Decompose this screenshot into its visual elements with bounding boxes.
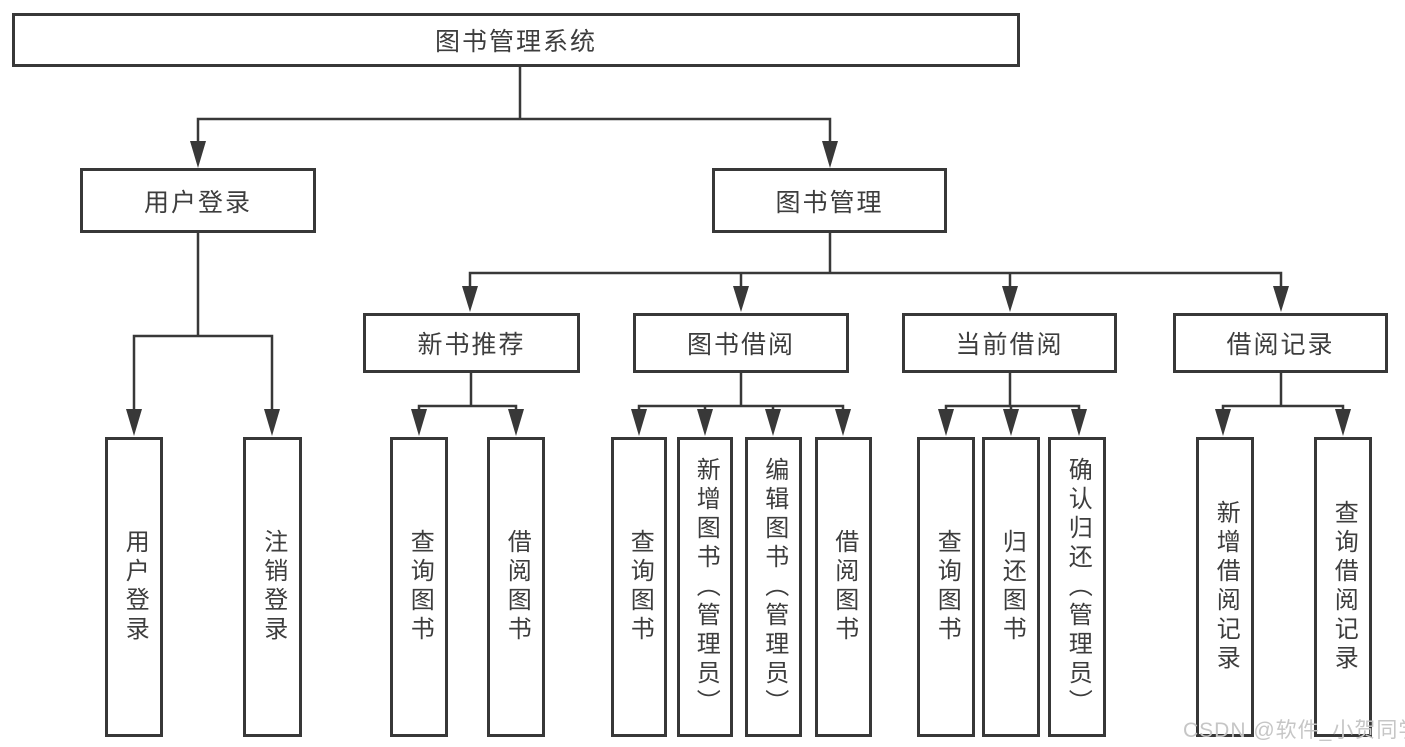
leaf-current-return-books: 归还图书	[982, 437, 1040, 737]
node-borrow-records-label: 借阅记录	[1226, 331, 1335, 359]
node-new-book-recommend-label: 新书推荐	[417, 331, 526, 359]
leaf-borrow-query-books: 查询图书	[611, 437, 667, 737]
node-root-label: 图书管理系统	[434, 28, 597, 56]
csdn-watermark: CSDN @软件_小贺同学	[1183, 719, 1405, 742]
leaf-current-confirm-return-admin-label: 确认归还（管理员）	[1064, 456, 1092, 718]
node-user-login-label: 用户登录	[143, 188, 252, 217]
leaf-logout-label: 注销登录	[259, 529, 287, 645]
leaf-borrow-edit-books-admin: 编辑图书（管理员）	[745, 437, 802, 737]
leaf-current-query-books: 查询图书	[917, 437, 975, 737]
leaf-borrow-query-books-label: 查询图书	[626, 529, 654, 645]
leaf-recommend-query-books-label: 查询图书	[406, 529, 434, 645]
leaf-user-login-label: 用户登录	[121, 529, 149, 645]
node-book-management: 图书管理	[712, 168, 947, 233]
leaf-records-query-record-label: 查询借阅记录	[1330, 500, 1358, 674]
node-current-borrow: 当前借阅	[902, 313, 1117, 373]
node-user-login: 用户登录	[80, 168, 316, 233]
leaf-records-add-record: 新增借阅记录	[1196, 437, 1254, 737]
node-book-borrow-label: 图书借阅	[686, 331, 795, 359]
arrowheads	[126, 141, 1351, 436]
node-book-management-label: 图书管理	[775, 188, 884, 217]
leaf-logout: 注销登录	[243, 437, 302, 737]
leaf-recommend-borrow-books-label: 借阅图书	[503, 529, 531, 645]
node-borrow-records: 借阅记录	[1173, 313, 1388, 373]
node-new-book-recommend: 新书推荐	[363, 313, 580, 373]
leaf-current-return-books-label: 归还图书	[998, 529, 1026, 645]
node-current-borrow-label: 当前借阅	[955, 331, 1064, 359]
leaf-borrow-borrow-books-label: 借阅图书	[830, 529, 858, 645]
leaf-current-query-books-label: 查询图书	[933, 529, 961, 645]
leaf-borrow-add-books-admin-label: 新增图书（管理员）	[692, 456, 720, 718]
node-root: 图书管理系统	[12, 13, 1020, 67]
leaf-recommend-borrow-books: 借阅图书	[487, 437, 545, 737]
leaf-records-query-record: 查询借阅记录	[1314, 437, 1372, 737]
leaf-recommend-query-books: 查询图书	[390, 437, 448, 737]
leaf-current-confirm-return-admin: 确认归还（管理员）	[1048, 437, 1106, 737]
leaf-borrow-edit-books-admin-label: 编辑图书（管理员）	[760, 456, 788, 718]
node-book-borrow: 图书借阅	[633, 313, 849, 373]
leaf-user-login: 用户登录	[105, 437, 163, 737]
leaf-borrow-borrow-books: 借阅图书	[815, 437, 872, 737]
leaf-borrow-add-books-admin: 新增图书（管理员）	[677, 437, 733, 737]
leaf-records-add-record-label: 新增借阅记录	[1212, 500, 1240, 674]
